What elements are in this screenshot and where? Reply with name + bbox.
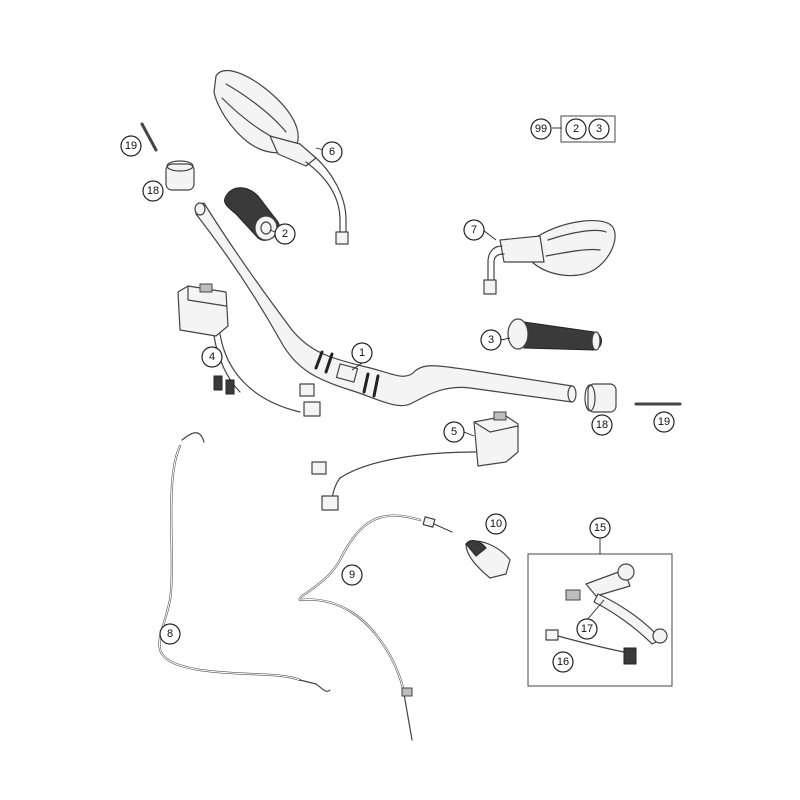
- callout-label: 2: [282, 228, 288, 240]
- callout-9: 9: [341, 564, 363, 586]
- throttle-cable: [298, 514, 453, 741]
- callout-label: 1: [359, 347, 365, 359]
- callout-19-right: 19: [653, 411, 675, 433]
- callout-4: 4: [201, 346, 223, 368]
- callout-15: 15: [589, 517, 611, 539]
- callout-label: 7: [471, 224, 477, 236]
- right-switch: [311, 411, 519, 511]
- callout-label: 3: [596, 123, 602, 135]
- callout-label: 9: [349, 569, 355, 581]
- callout-label: 4: [209, 351, 215, 363]
- callout-5: 5: [443, 421, 465, 443]
- callout-label: 19: [658, 416, 670, 428]
- callout-18-left: 18: [142, 180, 164, 202]
- callout-8: 8: [159, 623, 181, 645]
- callout-7: 7: [463, 219, 485, 241]
- right-grip: [507, 318, 602, 351]
- callout-kit-3: 3: [588, 118, 610, 140]
- callout-10: 10: [485, 513, 507, 535]
- callout-label: 2: [573, 123, 579, 135]
- callout-18-right: 18: [591, 414, 613, 436]
- callout-label: 8: [167, 628, 173, 640]
- callout-kit-2: 2: [565, 118, 587, 140]
- callout-16: 16: [552, 651, 574, 673]
- kit-box: [560, 115, 616, 143]
- callout-label: 15: [594, 522, 606, 534]
- callout-label: 16: [557, 656, 569, 668]
- callout-1: 1: [351, 342, 373, 364]
- callout-label: 6: [329, 146, 335, 158]
- callout-99: 99: [530, 118, 552, 140]
- left-switch: [177, 283, 321, 417]
- callout-label: 5: [451, 426, 457, 438]
- callout-label: 19: [125, 140, 137, 152]
- bar-end-screw-left: [140, 122, 158, 152]
- cable-cover: [465, 540, 511, 579]
- bar-end-weight-right: [584, 383, 617, 413]
- callout-3: 3: [480, 329, 502, 351]
- callout-2: 2: [274, 223, 296, 245]
- handlebar: [194, 202, 577, 407]
- clutch-switch: [545, 629, 637, 665]
- callout-label: 18: [596, 419, 608, 431]
- callout-label: 99: [535, 123, 547, 135]
- callout-17: 17: [576, 618, 598, 640]
- callout-label: 17: [581, 623, 593, 635]
- left-mirror: [213, 69, 349, 245]
- lever-assembly-box: [527, 538, 673, 687]
- bar-end-weight-left: [165, 160, 195, 191]
- callout-19-left: 19: [120, 135, 142, 157]
- left-grip: [223, 187, 280, 241]
- right-mirror: [483, 219, 616, 295]
- callout-label: 18: [147, 185, 159, 197]
- callout-label: 10: [490, 518, 502, 530]
- clutch-lever: [565, 563, 668, 645]
- callout-label: 3: [488, 334, 494, 346]
- callout-6: 6: [321, 141, 343, 163]
- cable-left: [158, 432, 331, 692]
